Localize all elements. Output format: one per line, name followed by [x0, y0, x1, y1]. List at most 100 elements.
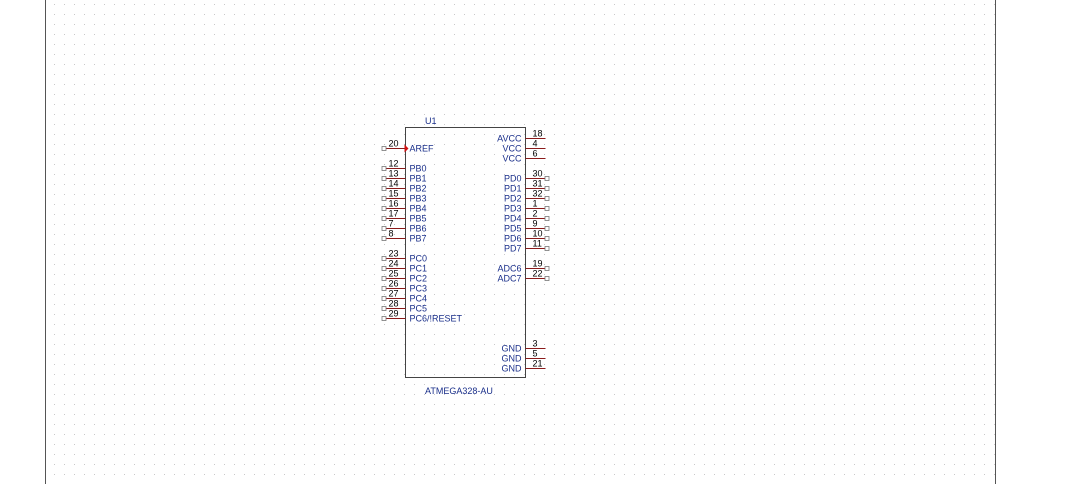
pin-number: 2: [533, 209, 538, 219]
pin-label: PC1: [410, 264, 428, 274]
component-designator[interactable]: U1: [425, 116, 437, 126]
pin-label: AREF: [410, 144, 435, 154]
component-body[interactable]: [405, 127, 526, 378]
pin-number: 5: [533, 349, 538, 359]
pin-terminal[interactable]: [381, 236, 387, 241]
pin-terminal[interactable]: [381, 276, 387, 281]
pin-label: ADC7: [497, 274, 521, 284]
pin-number: 22: [533, 269, 543, 279]
pin-number: 3: [533, 339, 538, 349]
pin-terminal[interactable]: [381, 266, 387, 271]
pin-number: 4: [533, 139, 538, 149]
pin-terminal[interactable]: [381, 226, 387, 231]
pin-number: 1: [533, 199, 538, 209]
pin-terminal[interactable]: [544, 176, 550, 181]
pin-label: PC2: [410, 274, 428, 284]
pin-terminal[interactable]: [381, 206, 387, 211]
pin-number: 29: [389, 309, 399, 319]
pin-label: GND: [502, 364, 523, 374]
pin-label: PC0: [410, 254, 428, 264]
pin-terminal[interactable]: [544, 196, 550, 201]
component-part-name[interactable]: ATMEGA328-AU: [425, 386, 493, 396]
pin-number: 30: [533, 169, 543, 179]
pin-number: 26: [389, 279, 399, 289]
pin-terminal[interactable]: [381, 256, 387, 261]
pin-terminal[interactable]: [544, 206, 550, 211]
pin-terminal[interactable]: [381, 296, 387, 301]
pin-number: 11: [533, 239, 542, 249]
pin-number: 17: [389, 209, 399, 219]
pin-label: PC4: [410, 294, 428, 304]
pin-terminal[interactable]: [381, 316, 387, 321]
pin-number: 19: [533, 259, 543, 269]
pin-label: PD1: [504, 184, 522, 194]
pin-label: PD7: [504, 244, 522, 254]
pin-terminal[interactable]: [381, 146, 387, 151]
pin-terminal[interactable]: [544, 186, 550, 191]
pin-number: 7: [389, 219, 394, 229]
pin-number: 9: [533, 219, 538, 229]
pin-terminal[interactable]: [381, 186, 387, 191]
pin-terminal[interactable]: [381, 166, 387, 171]
pin-number: 20: [389, 139, 399, 149]
pin-terminal[interactable]: [381, 216, 387, 221]
clock-marker: [404, 144, 409, 153]
pin-terminal[interactable]: [544, 246, 550, 251]
pin-terminal[interactable]: [544, 236, 550, 241]
pin-number: 24: [389, 259, 399, 269]
pin-terminal[interactable]: [544, 276, 550, 281]
pin-label: PC3: [410, 284, 428, 294]
pin-terminal[interactable]: [544, 266, 550, 271]
pin-terminal[interactable]: [381, 286, 387, 291]
pin-label: PD6: [504, 234, 522, 244]
pin-terminal[interactable]: [381, 196, 387, 201]
grid-background: [46, 0, 995, 484]
pin-terminal[interactable]: [381, 176, 387, 181]
pin-label: VCC: [502, 144, 522, 154]
pin-number: 25: [389, 269, 399, 279]
pin-label: PD5: [504, 224, 522, 234]
pin-terminal[interactable]: [544, 226, 550, 231]
pin-terminal[interactable]: [544, 216, 550, 221]
pin-number: 28: [389, 299, 399, 309]
pin-terminal[interactable]: [381, 306, 387, 311]
pin-label: AVCC: [497, 134, 522, 144]
